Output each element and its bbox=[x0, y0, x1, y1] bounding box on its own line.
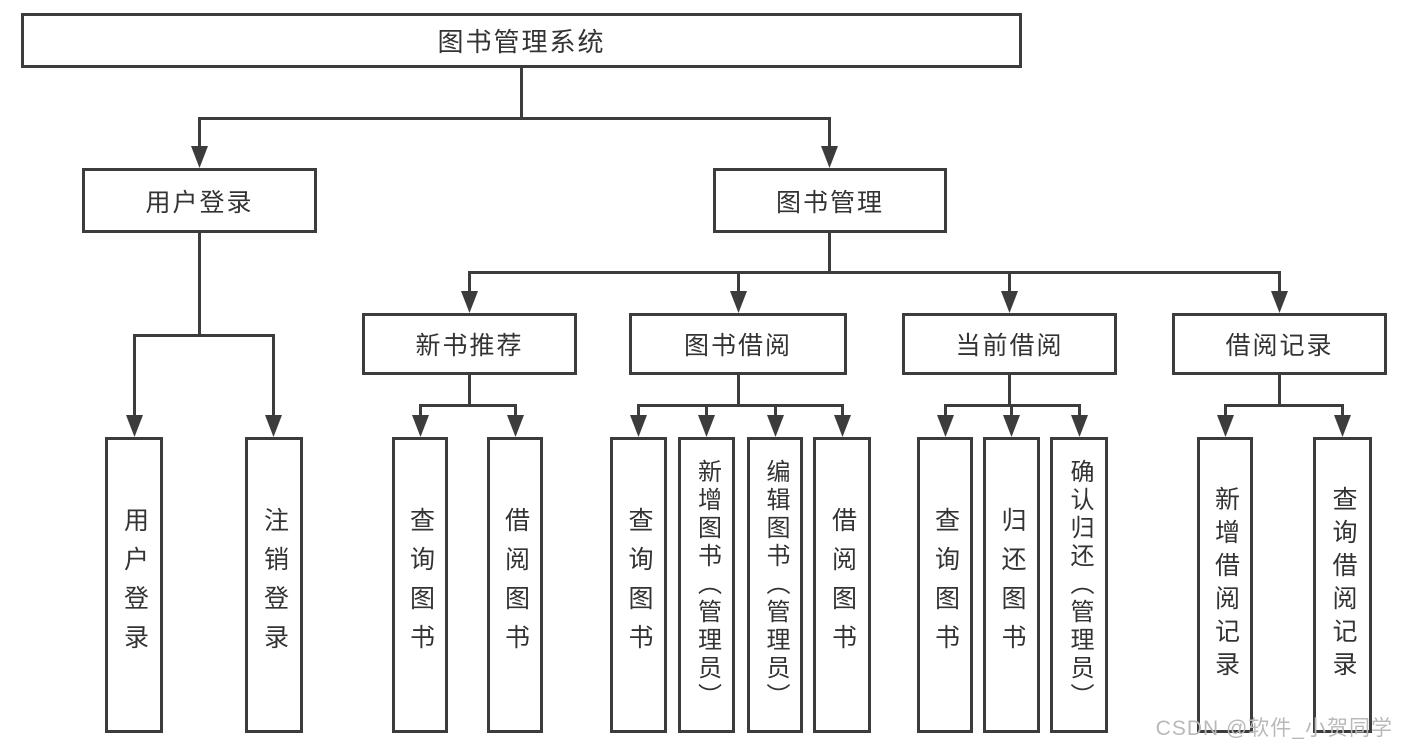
leaf-label: 查询图书 bbox=[931, 507, 960, 663]
arrowhead bbox=[1071, 415, 1088, 437]
arrowhead bbox=[265, 415, 282, 437]
arrowhead bbox=[191, 146, 208, 168]
leaf-return-book: 归还图书 bbox=[983, 437, 1040, 733]
leaf-edit-book-admin: 编辑图书（管理员） bbox=[747, 437, 803, 733]
connector-borrow-record-to-leaves bbox=[1224, 374, 1344, 421]
connector-lines bbox=[133, 68, 1344, 421]
arrowhead bbox=[1217, 415, 1234, 437]
node-user-login: 用户登录 bbox=[82, 168, 317, 233]
leaf-add-book-admin: 新增图书（管理员） bbox=[678, 437, 735, 733]
arrowhead bbox=[937, 415, 954, 437]
arrowhead bbox=[630, 415, 647, 437]
node-label: 当前借阅 bbox=[955, 332, 1064, 360]
leaf-label: 查询图书 bbox=[406, 507, 435, 663]
node-book-borrowing: 图书借阅 bbox=[629, 313, 847, 375]
leaf-label: 用户登录 bbox=[120, 507, 149, 663]
leaf-query-books-current: 查询图书 bbox=[917, 437, 973, 733]
leaf-borrow-books-recommend: 借阅图书 bbox=[487, 437, 543, 733]
node-library-management-system: 图书管理系统 bbox=[21, 13, 1022, 68]
leaf-label: 确认归还（管理员） bbox=[1066, 459, 1093, 711]
node-label: 用户登录 bbox=[145, 188, 254, 217]
leaf-label: 编辑图书（管理员） bbox=[762, 459, 789, 711]
node-label: 新书推荐 bbox=[415, 332, 524, 360]
arrowhead bbox=[1271, 291, 1288, 313]
leaf-borrow-books: 借阅图书 bbox=[813, 437, 871, 733]
node-label: 图书管理系统 bbox=[437, 27, 606, 57]
connector-user-login-to-leaves bbox=[133, 232, 275, 421]
leaf-label: 借阅图书 bbox=[501, 507, 530, 663]
node-book-management: 图书管理 bbox=[713, 168, 947, 233]
arrowhead bbox=[461, 291, 478, 313]
arrowhead bbox=[834, 415, 851, 437]
node-borrowing-records: 借阅记录 bbox=[1172, 313, 1387, 375]
arrowhead bbox=[730, 291, 747, 313]
leaf-query-borrow-record: 查询借阅记录 bbox=[1313, 437, 1372, 733]
arrowhead bbox=[1003, 415, 1020, 437]
arrowhead bbox=[126, 415, 143, 437]
node-current-borrowing: 当前借阅 bbox=[902, 313, 1117, 375]
arrowhead bbox=[1001, 291, 1018, 313]
leaf-user-login: 用户登录 bbox=[105, 437, 163, 733]
connector-root-to-level2 bbox=[198, 68, 831, 152]
leaf-confirm-return-admin: 确认归还（管理员） bbox=[1050, 437, 1108, 733]
leaf-label: 注销登录 bbox=[260, 507, 289, 663]
leaf-label: 查询图书 bbox=[625, 507, 653, 663]
leaf-label: 新增借阅记录 bbox=[1211, 486, 1240, 684]
leaf-query-books-borrow: 查询图书 bbox=[610, 437, 667, 733]
node-new-book-recommendation: 新书推荐 bbox=[362, 313, 577, 375]
connector-new-book-to-leaves bbox=[419, 374, 517, 421]
leaf-label: 新增图书（管理员） bbox=[693, 459, 721, 711]
leaf-label: 归还图书 bbox=[998, 507, 1026, 663]
leaf-logout: 注销登录 bbox=[245, 437, 303, 733]
arrowhead bbox=[821, 146, 838, 168]
node-label: 图书管理 bbox=[775, 188, 884, 217]
csdn-watermark: CSDN @软件_小贺同学 bbox=[1155, 717, 1393, 740]
arrowhead bbox=[1334, 415, 1351, 437]
connector-book-borrow-to-leaves bbox=[637, 374, 844, 421]
leaf-label: 借阅图书 bbox=[828, 507, 857, 663]
arrowhead bbox=[412, 415, 429, 437]
leaf-label: 查询借阅记录 bbox=[1329, 486, 1357, 684]
connector-book-management-to-level3 bbox=[468, 232, 1281, 297]
arrowhead bbox=[767, 415, 784, 437]
node-label: 借阅记录 bbox=[1225, 332, 1334, 360]
leaf-query-books-recommend: 查询图书 bbox=[392, 437, 448, 733]
arrowhead bbox=[698, 415, 715, 437]
leaf-add-borrow-record: 新增借阅记录 bbox=[1197, 437, 1253, 733]
connector-current-borrow-to-leaves bbox=[944, 374, 1081, 421]
connector-arrowheads bbox=[126, 146, 1351, 437]
arrowhead bbox=[507, 415, 524, 437]
node-label: 图书借阅 bbox=[683, 332, 792, 360]
